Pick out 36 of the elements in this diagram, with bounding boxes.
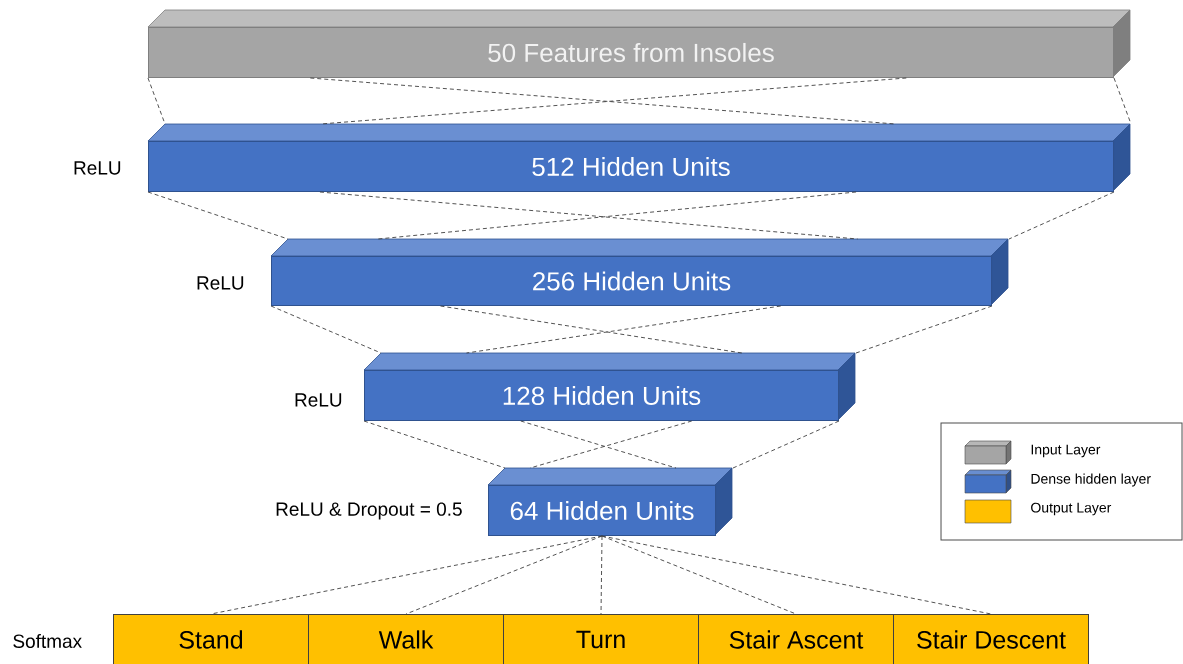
connection-line bbox=[601, 535, 992, 615]
output-class-cell: Turn bbox=[503, 614, 699, 664]
activation-label: ReLU bbox=[197, 276, 244, 290]
legend-label: Output Layer bbox=[1031, 502, 1112, 516]
hidden-layer-box: 256 Hidden Units bbox=[270, 238, 1009, 306]
connection-line bbox=[855, 305, 993, 354]
connection-line bbox=[363, 420, 506, 469]
node-label: Stand bbox=[179, 630, 243, 649]
activation-label: Softmax bbox=[13, 634, 82, 648]
legend-label: Input Layer bbox=[1031, 444, 1101, 458]
legend-label: Dense hidden layer bbox=[1031, 473, 1151, 487]
hidden-layer-box: 64 Hidden Units bbox=[487, 467, 733, 536]
output-class-cell: Stand bbox=[113, 614, 309, 664]
connection-line bbox=[405, 535, 603, 615]
node-label: Turn bbox=[576, 630, 625, 649]
output-class-cell: Walk bbox=[308, 614, 504, 664]
node-label: Stair Ascent bbox=[729, 630, 864, 649]
connection-line bbox=[1008, 191, 1115, 240]
node-label: Stair Descent bbox=[917, 630, 1066, 649]
connection-line bbox=[147, 77, 166, 125]
activation-label: ReLU bbox=[74, 161, 121, 175]
connection-line bbox=[732, 420, 840, 469]
hidden-layer-box: 128 Hidden Units bbox=[363, 352, 856, 421]
output-class-cell: Stair Ascent bbox=[698, 614, 894, 664]
node-label: Walk bbox=[378, 630, 434, 649]
connection-line bbox=[600, 535, 603, 615]
connection-line bbox=[270, 305, 382, 354]
connection-line bbox=[440, 305, 743, 354]
activation-label: ReLU & Dropout = 0.5 bbox=[276, 502, 462, 520]
input-layer-box: 50 Features from Insoles bbox=[147, 9, 1131, 78]
output-class-cell: Stair Descent bbox=[893, 614, 1089, 664]
connection-line bbox=[466, 305, 782, 354]
activation-label: ReLU bbox=[295, 393, 342, 407]
hidden-layer-box: 512 Hidden Units bbox=[147, 123, 1131, 192]
connection-line bbox=[147, 191, 289, 240]
connection-line bbox=[1113, 77, 1132, 125]
